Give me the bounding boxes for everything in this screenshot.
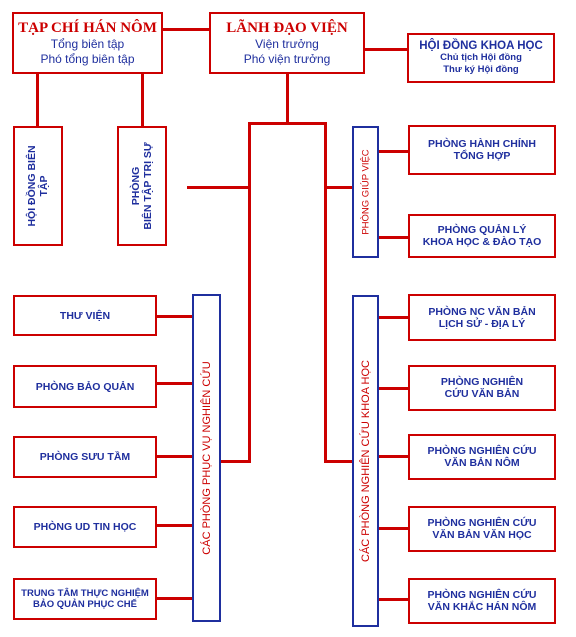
connector-line — [378, 598, 410, 601]
service-group-box: CÁC PHÒNG PHỤC VỤ NGHIÊN CỨU — [192, 294, 221, 622]
research-dept-line1: PHÒNG NGHIÊN — [440, 376, 524, 388]
leadership-box: LÃNH ĐẠO VIỆN Viện trưởng Phó viện trưởn… — [209, 12, 365, 74]
connector-line — [156, 455, 193, 458]
support-dept-box: PHÒNG HÀNH CHÍNH TỔNG HỢP — [408, 125, 556, 175]
research-dept-line2: LỊCH SỬ - ĐỊA LÝ — [438, 317, 526, 330]
magazine-box: TẠP CHÍ HÁN NÔM Tổng biên tập Phó tổng b… — [12, 12, 163, 74]
connector-line — [324, 186, 354, 189]
leadership-director: Viện trưởng — [255, 36, 319, 51]
research-dept-line1: PHÒNG NC VĂN BẢN — [428, 305, 536, 318]
research-dept-line2: CỨU VĂN BẢN — [444, 388, 520, 400]
leadership-deputy-director: Phó viện trưởng — [243, 51, 331, 66]
research-group-label: CÁC PHÒNG NGHIÊN CỨU KHOA HỌC — [359, 360, 372, 562]
magazine-title: TẠP CHÍ HÁN NÔM — [18, 19, 157, 36]
connector-line — [187, 186, 250, 189]
research-dept-line1: PHÒNG NGHIÊN CỨU — [427, 445, 537, 457]
connector-line — [324, 122, 327, 463]
service-dept-box: PHÒNG SƯU TẦM — [13, 436, 157, 478]
connector-line — [156, 315, 193, 318]
research-dept-line2: VĂN KHẮC HÁN NÔM — [427, 601, 537, 613]
leadership-title: LÃNH ĐẠO VIỆN — [226, 19, 348, 36]
connector-line — [324, 460, 354, 463]
editorial-board-line2: TẬP — [38, 175, 50, 197]
connector-line — [378, 455, 410, 458]
research-dept-line1: PHÒNG NGHIÊN CỨU — [427, 517, 537, 529]
service-dept-box: TRUNG TÂM THỰC NGHIỆM BẢO QUẢN PHỤC CHẾ — [13, 578, 157, 620]
connector-line — [378, 150, 410, 153]
service-group-label: CÁC PHÒNG PHỤC VỤ NGHIÊN CỨU — [200, 361, 213, 555]
research-dept-box: PHÒNG NGHIÊN CỨU VĂN KHẮC HÁN NÔM — [408, 578, 556, 624]
service-dept-box: PHÒNG BẢO QUẢN — [13, 365, 157, 408]
connector-line — [364, 48, 408, 51]
support-dept-box: PHÒNG QUẢN LÝ KHOA HỌC & ĐÀO TẠO — [408, 214, 556, 258]
connector-line — [156, 524, 193, 527]
research-dept-box: PHÒNG NGHIÊN CỨU VĂN BẢN NÔM — [408, 434, 556, 480]
support-dept-line2: KHOA HỌC & ĐÀO TẠO — [422, 236, 542, 248]
research-dept-line2: VĂN BẢN VĂN HỌC — [432, 529, 532, 541]
support-group-label: PHÒNG GIÚP VIỆC — [360, 149, 371, 235]
editorial-office-line1: PHÒNG — [130, 166, 142, 206]
research-dept-box: PHÒNG NC VĂN BẢN LỊCH SỬ - ĐỊA LÝ — [408, 294, 556, 341]
service-dept-box: PHÒNG UD TIN HỌC — [13, 506, 157, 548]
research-dept-box: PHÒNG NGHIÊN CỨU VĂN BẢN VĂN HỌC — [408, 506, 556, 552]
service-dept-box: THƯ VIỆN — [13, 295, 157, 336]
council-chair: Chủ tịch Hội đồng — [440, 52, 522, 63]
council-title: HỘI ĐỒNG KHOA HỌC — [419, 40, 543, 52]
research-dept-line1: PHÒNG NGHIÊN CỨU — [427, 589, 537, 601]
editorial-office-box: PHÒNG BIÊN TẬP TRỊ SỰ — [117, 126, 167, 246]
editorial-board-line1: HỘI ĐỒNG BIÊN — [26, 145, 38, 227]
support-group-box: PHÒNG GIÚP VIỆC — [352, 126, 379, 258]
connector-line — [141, 72, 144, 128]
connector-line — [220, 460, 251, 463]
connector-line — [36, 72, 39, 128]
connector-line — [248, 122, 327, 125]
support-dept-line2: TỔNG HỢP — [453, 150, 511, 162]
council-secretary: Thư ký Hội đồng — [443, 64, 519, 75]
connector-line — [156, 597, 193, 600]
research-group-box: CÁC PHÒNG NGHIÊN CỨU KHOA HỌC — [352, 295, 379, 627]
research-dept-box: PHÒNG NGHIÊN CỨU VĂN BẢN — [408, 365, 556, 411]
support-dept-line1: PHÒNG QUẢN LÝ — [437, 224, 527, 236]
service-dept-label: PHÒNG SƯU TẦM — [39, 451, 131, 463]
connector-line — [378, 316, 410, 319]
connector-line — [162, 28, 210, 31]
connector-line — [248, 122, 251, 463]
connector-line — [156, 382, 193, 385]
connector-line — [378, 527, 410, 530]
service-dept-line1: TRUNG TÂM THỰC NGHIỆM — [21, 588, 149, 599]
service-dept-line2: BẢO QUẢN PHỤC CHẾ — [33, 599, 137, 610]
connector-line — [286, 72, 289, 124]
council-box: HỘI ĐỒNG KHOA HỌC Chủ tịch Hội đồng Thư … — [407, 33, 555, 83]
editorial-board-box: HỘI ĐỒNG BIÊN TẬP — [13, 126, 63, 246]
research-dept-line2: VĂN BẢN NÔM — [444, 457, 520, 469]
service-dept-label: THƯ VIỆN — [59, 309, 111, 322]
connector-line — [378, 236, 410, 239]
service-dept-label: PHÒNG UD TIN HỌC — [33, 521, 137, 533]
magazine-deputy-editor: Phó tổng biên tập — [40, 51, 135, 66]
connector-line — [378, 387, 410, 390]
magazine-editor: Tổng biên tập — [50, 36, 125, 51]
support-dept-line1: PHÒNG HÀNH CHÍNH — [428, 138, 536, 150]
service-dept-label: PHÒNG BẢO QUẢN — [35, 380, 135, 393]
editorial-office-line2: BIÊN TẬP TRỊ SỰ — [142, 142, 154, 230]
